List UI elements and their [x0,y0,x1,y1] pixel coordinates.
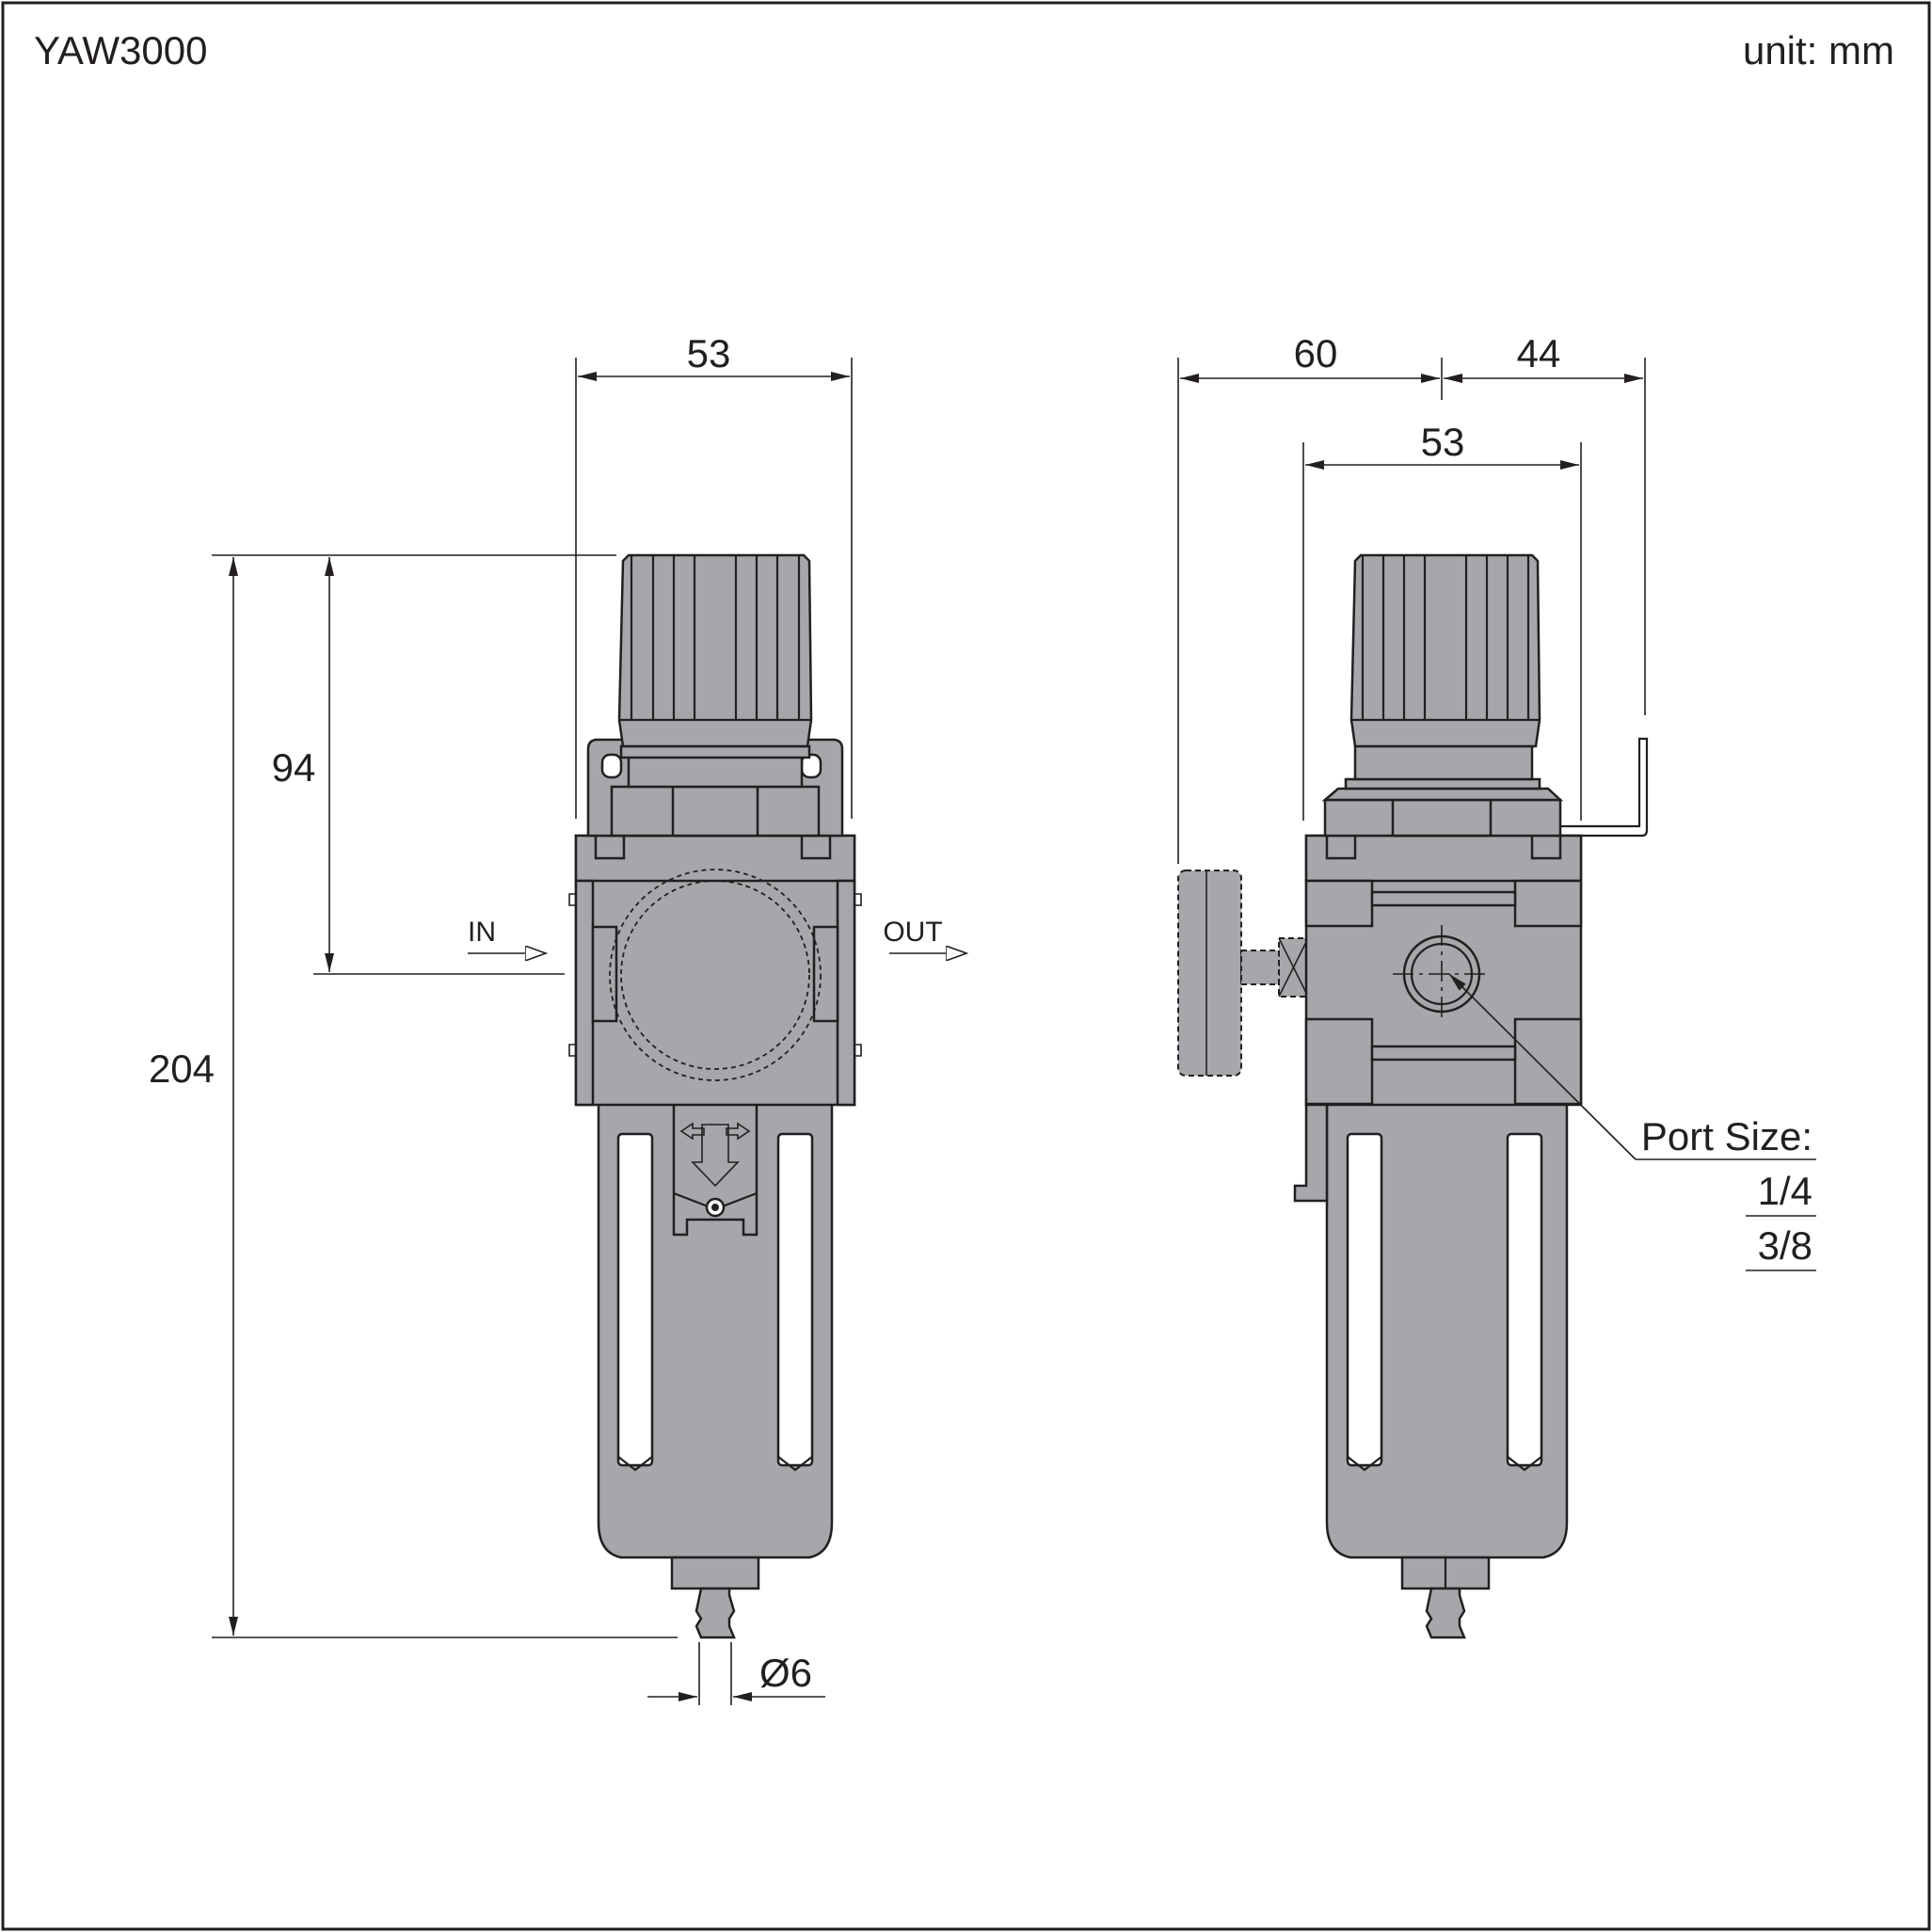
gauge-offset-dimension: 60 [1294,331,1338,375]
side-adjust-knob [1349,553,1541,748]
side-sight-window-left [1346,1132,1383,1467]
front-port-circle-outer [609,869,822,1081]
front-adjust-knob [617,553,813,748]
front-drain-barb [695,1587,736,1639]
side-mounting-bracket [1560,737,1649,838]
front-drain-base [670,1556,760,1590]
side-width-dimension: 53 [1421,420,1465,464]
port-size-leader [1448,973,1637,1160]
port-size-value-1: 1/4 [1758,1169,1812,1213]
model-title: YAW3000 [34,28,207,72]
side-pressure-gauge [1177,870,1242,1077]
port-size-value-2: 3/8 [1758,1223,1812,1268]
front-bowl [597,1102,834,1559]
in-label: IN [468,917,496,948]
unit-label: unit: mm [1743,28,1894,72]
front-height-dimension: 204 [149,1046,215,1091]
side-view: Port Size: 1/4 3/8 60 44 53 [1177,331,1816,1639]
bracket-offset-dimension: 44 [1517,331,1561,375]
front-port-height-dimension: 94 [272,745,316,790]
drain-diameter-dimension: Ø6 [759,1651,812,1695]
front-sight-window-right [776,1132,814,1467]
port-size-title: Port Size: [1641,1114,1812,1158]
front-sight-window-left [616,1132,654,1467]
front-width-dimension: 53 [687,331,731,375]
side-bowl-lock-lever [1293,1102,1329,1203]
front-view: 53 204 94 IN OUT Ø6 [149,331,966,1705]
side-sight-window-right [1506,1132,1543,1467]
out-label: OUT [883,917,942,948]
